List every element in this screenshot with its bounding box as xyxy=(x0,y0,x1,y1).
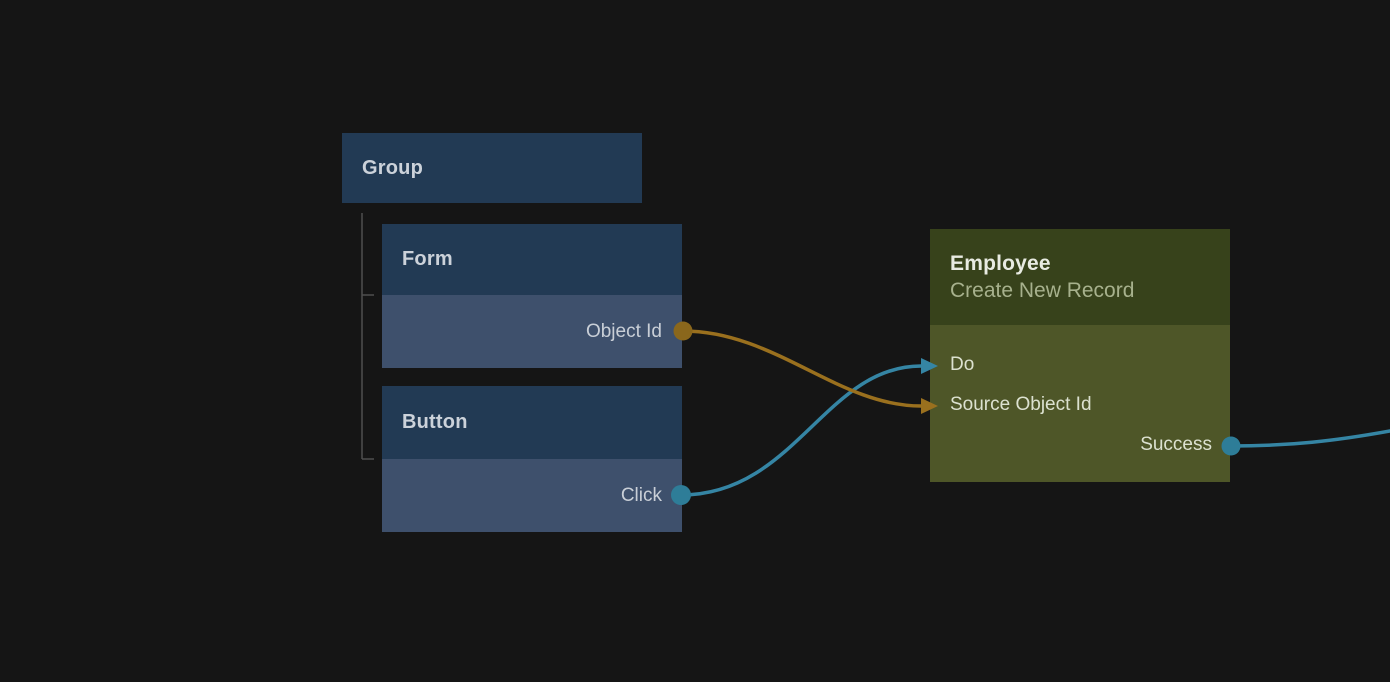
edge-click-to-do[interactable] xyxy=(679,364,923,497)
edge-objectid-to-sourceobjectid[interactable] xyxy=(681,329,923,408)
node-form-body: Object Id xyxy=(382,295,682,368)
node-button[interactable]: Button Click xyxy=(382,386,682,532)
edge-success-out[interactable] xyxy=(1229,429,1390,448)
node-button-body: Click xyxy=(382,459,682,532)
port-object-id[interactable]: Object Id xyxy=(585,320,662,342)
node-form-header[interactable]: Form xyxy=(382,224,682,295)
node-employee-header[interactable]: Employee Create New Record xyxy=(930,229,1230,325)
group-tree-line xyxy=(361,213,374,460)
node-employee[interactable]: Employee Create New Record Do Source Obj… xyxy=(930,229,1230,482)
node-group[interactable]: Group xyxy=(342,133,642,203)
port-source-object-id[interactable]: Source Object Id xyxy=(950,394,1092,415)
node-form[interactable]: Form Object Id xyxy=(382,224,682,368)
node-employee-body: Do Source Object Id Success xyxy=(930,325,1230,482)
button-title: Button xyxy=(402,411,468,433)
form-title: Form xyxy=(402,248,453,270)
node-button-header[interactable]: Button xyxy=(382,386,682,459)
port-click[interactable]: Click xyxy=(620,484,662,506)
port-do[interactable]: Do xyxy=(950,354,975,375)
employee-subtitle: Create New Record xyxy=(950,278,1135,302)
port-success[interactable]: Success xyxy=(1140,434,1212,455)
employee-title: Employee xyxy=(950,251,1051,275)
group-title: Group xyxy=(362,156,423,179)
